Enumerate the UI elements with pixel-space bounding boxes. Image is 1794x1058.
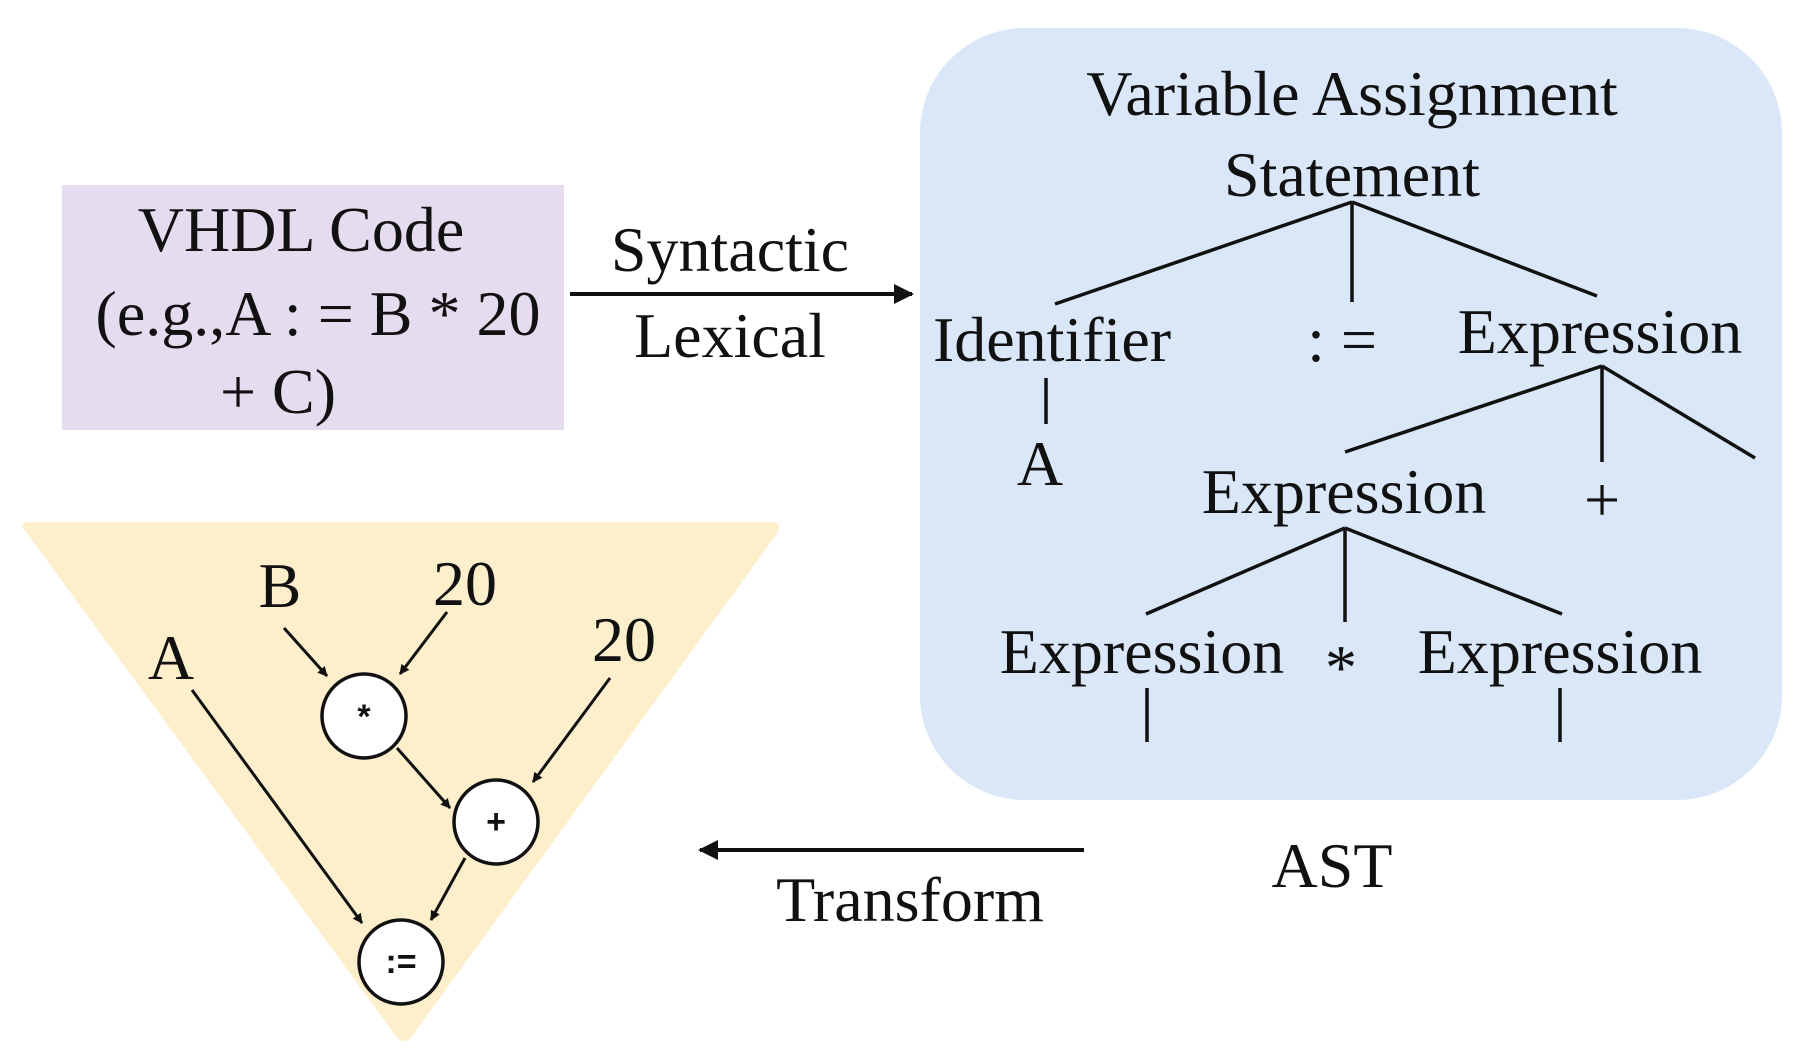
vhdl-code-box xyxy=(62,185,564,430)
vhdl-code-title: VHDL Code xyxy=(137,194,465,265)
ast-edges xyxy=(1044,200,1756,742)
ast-expression-mul-right: Expression xyxy=(1417,616,1703,687)
dfg-edges xyxy=(190,611,612,924)
ast-identifier-value: A xyxy=(1016,428,1064,499)
dfg-input-20-second: 20 xyxy=(592,604,656,675)
ast-mul-op: * xyxy=(1325,632,1357,703)
dfg-node-add xyxy=(452,778,540,866)
ast-plus-op: + xyxy=(1583,464,1621,535)
dfg-triangle xyxy=(22,522,779,1041)
dfg-input-b: B xyxy=(258,550,302,621)
dfg-node-assign xyxy=(357,918,445,1006)
dfg-node-add-label: + xyxy=(486,803,506,841)
ast-expression-root: Expression xyxy=(1457,296,1743,367)
dfg-node-assign-label: := xyxy=(385,943,417,981)
transform-label: Transform xyxy=(776,864,1044,935)
ast-root-title-cont: Statement xyxy=(1224,139,1480,210)
dfg-input-20-first: 20 xyxy=(433,548,497,619)
ast-panel xyxy=(920,28,1782,800)
dfg-input-a: A xyxy=(147,622,195,693)
syntactic-label: Syntactic xyxy=(610,214,850,285)
ast-caption: AST xyxy=(1271,830,1393,901)
ast-root-title: Variable Assignment xyxy=(1086,58,1618,129)
ast-assign-op: : = xyxy=(1307,304,1377,375)
ast-expression-left: Expression xyxy=(1201,456,1487,527)
ast-identifier: Identifier xyxy=(932,304,1172,375)
ast-expression-mul-left: Expression xyxy=(999,616,1285,687)
dfg-node-mul xyxy=(320,672,408,760)
dfg-node-mul-label: * xyxy=(357,698,371,736)
vhdl-code-example-cont: + C) xyxy=(219,356,337,427)
vhdl-code-example: (e.g.,A : = B * 20 xyxy=(95,278,541,349)
lexical-label: Lexical xyxy=(634,300,826,371)
